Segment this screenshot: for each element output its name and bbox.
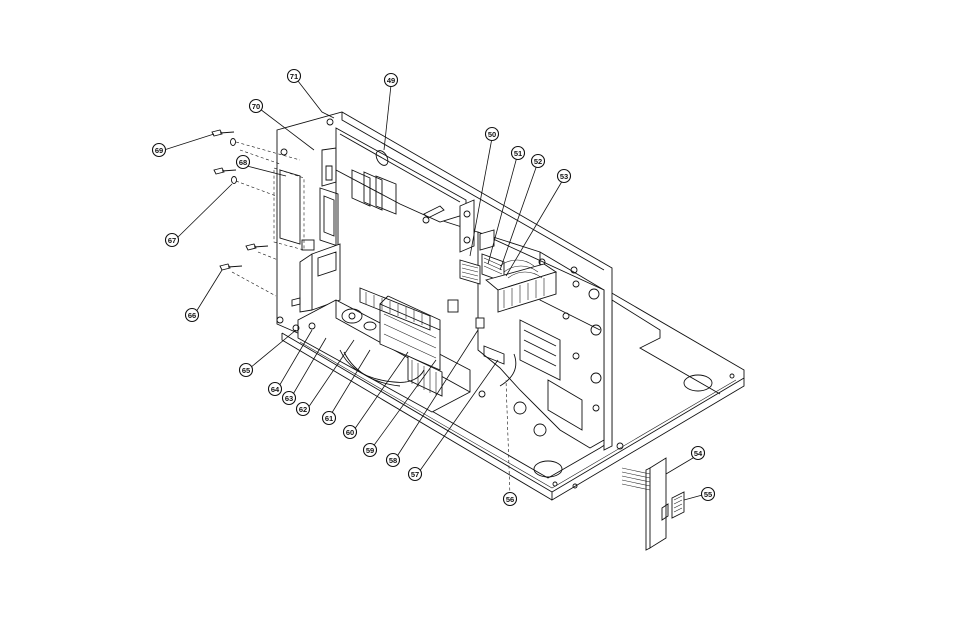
callout-66: 66 [184, 307, 200, 323]
callout-circle [530, 153, 546, 169]
callout-circle [286, 68, 302, 84]
callout-label: 57 [411, 470, 419, 479]
callout-label: 70 [252, 102, 260, 111]
callout-circle [700, 486, 716, 502]
interface-board [621, 457, 685, 551]
callout-circle [690, 445, 706, 461]
callout-60: 60 [342, 424, 358, 440]
callout-label: 69 [155, 146, 163, 155]
callout-balloons: 49 50 51 52 53 54 55 56 57 58 59 60 61 62 63 64 65 66 67 68… [151, 68, 716, 507]
callout-71: 71 [286, 68, 302, 84]
callout-circle [342, 424, 358, 440]
callout-label: 53 [560, 172, 568, 181]
callout-50: 50 [484, 126, 500, 142]
callout-53: 53 [556, 168, 572, 184]
callout-62: 62 [295, 401, 311, 417]
hardware-screws [211, 129, 316, 332]
callout-label: 68 [239, 158, 247, 167]
callout-circle [556, 168, 572, 184]
callout-circle [502, 491, 518, 507]
callout-label: 59 [366, 446, 374, 455]
callout-64: 64 [267, 381, 283, 397]
callout-label: 58 [389, 456, 397, 465]
callout-label: 65 [242, 366, 250, 375]
callout-67: 67 [164, 232, 180, 248]
callout-label: 54 [694, 449, 703, 458]
callout-55: 55 [700, 486, 716, 502]
callout-circle [385, 452, 401, 468]
callout-69: 69 [151, 142, 167, 158]
power-supply-block [297, 243, 517, 413]
callout-label: 66 [188, 311, 196, 320]
callout-label: 51 [514, 149, 522, 158]
callout-label: 67 [168, 236, 176, 245]
leader-lines [163, 80, 707, 501]
callout-circle [164, 232, 180, 248]
callout-label: 63 [285, 394, 293, 403]
callout-circle [295, 401, 311, 417]
callout-54: 54 [690, 445, 706, 461]
callout-65: 65 [238, 362, 254, 378]
callout-circle [362, 442, 378, 458]
callout-circle [407, 466, 423, 482]
callout-circle [267, 381, 283, 397]
callout-circle [235, 154, 251, 170]
callout-label: 55 [704, 490, 712, 499]
callout-circle [184, 307, 200, 323]
callout-circle [238, 362, 254, 378]
callout-label: 64 [271, 385, 280, 394]
heatsink-assembly [459, 199, 558, 313]
callout-circle [281, 390, 297, 406]
callout-circle [321, 410, 337, 426]
callout-49: 49 [383, 72, 399, 88]
callout-label: 71 [290, 72, 298, 81]
callout-label: 50 [488, 130, 496, 139]
callout-58: 58 [385, 452, 401, 468]
callout-label: 62 [299, 405, 307, 414]
callout-circle [510, 145, 526, 161]
control-pcb [335, 127, 467, 224]
callout-68: 68 [235, 154, 251, 170]
callout-63: 63 [281, 390, 297, 406]
callout-label: 60 [346, 428, 354, 437]
callout-label: 56 [506, 495, 514, 504]
callout-59: 59 [362, 442, 378, 458]
callout-51: 51 [510, 145, 526, 161]
callout-57: 57 [407, 466, 423, 482]
callout-52: 52 [530, 153, 546, 169]
callout-label: 49 [387, 76, 395, 85]
callout-circle [484, 126, 500, 142]
callout-label: 61 [325, 414, 333, 423]
callout-circle [248, 98, 264, 114]
callout-61: 61 [321, 410, 337, 426]
callout-56: 56 [502, 491, 518, 507]
callout-label: 52 [534, 157, 542, 166]
callout-circle [383, 72, 399, 88]
callout-70: 70 [248, 98, 264, 114]
callout-circle [151, 142, 167, 158]
